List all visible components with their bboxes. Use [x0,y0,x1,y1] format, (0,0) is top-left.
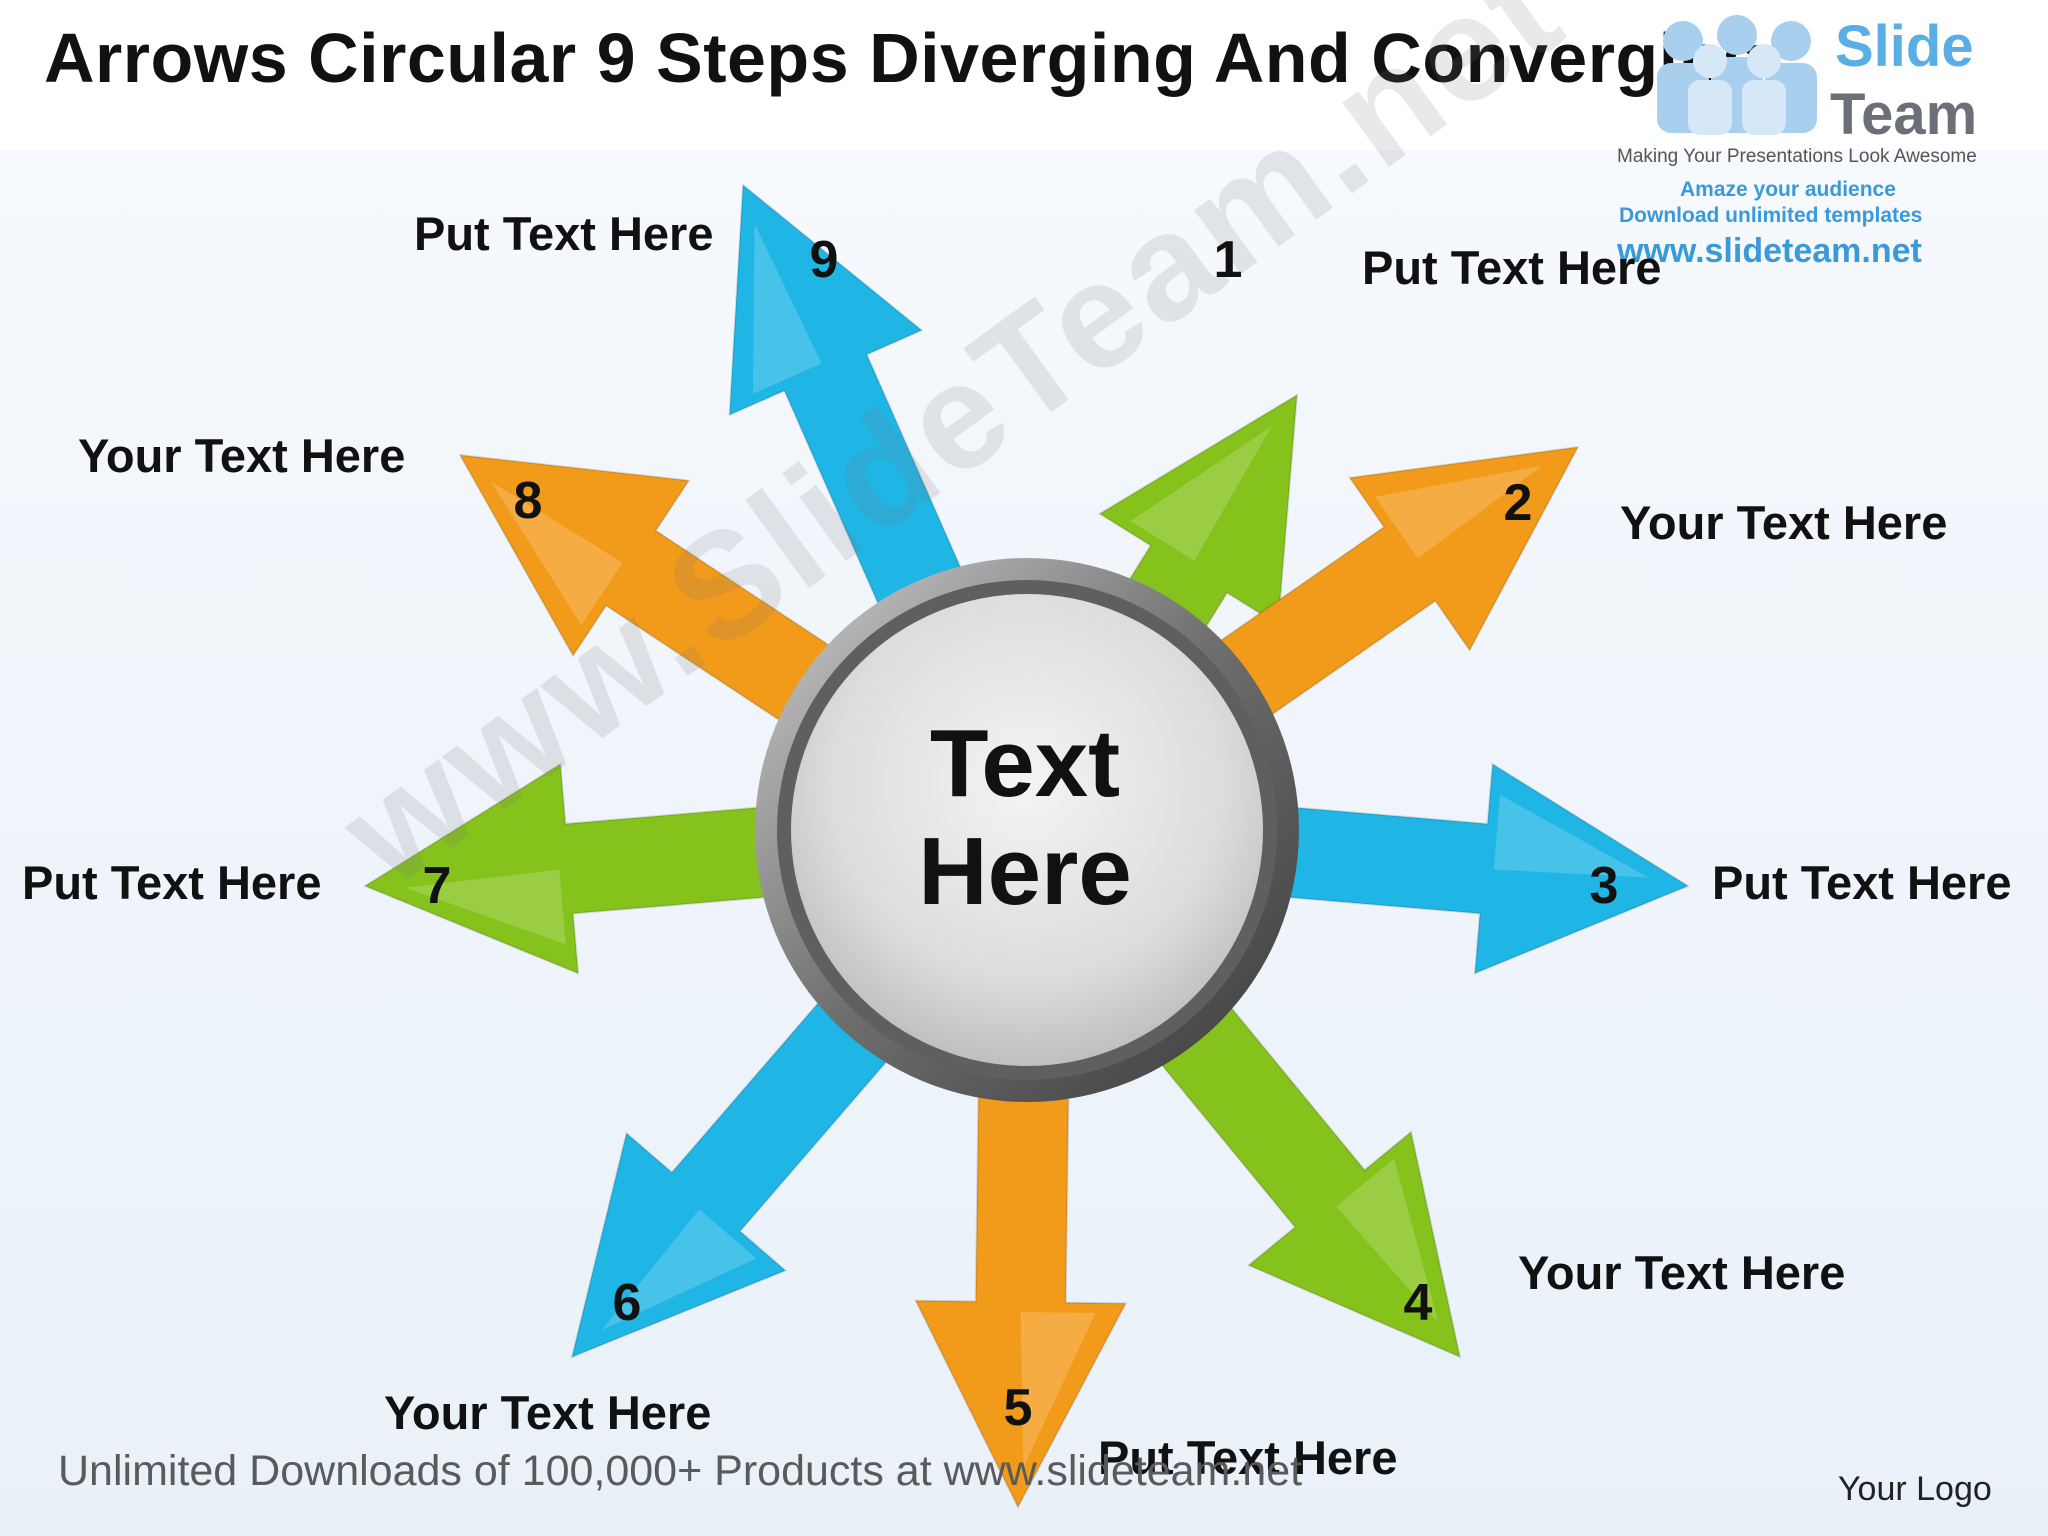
step-number-4: 4 [1403,1274,1433,1332]
step-label-4[interactable]: Your Text Here [1518,1246,1846,1299]
logo-promo-line: Download unlimited templates [1619,204,1923,227]
step-number-3: 3 [1589,857,1619,915]
people-icon [1657,15,1817,135]
step-label-1[interactable]: Put Text Here [1362,241,1662,294]
step-label-9[interactable]: Put Text Here [414,207,714,260]
arrow-highlight [1020,1312,1096,1468]
center-text[interactable]: Text Here [880,710,1170,925]
step-number-5: 5 [1003,1379,1033,1437]
center-hub [755,558,1299,1102]
center-text-line1: Text [929,710,1121,817]
step-number-9: 9 [809,231,839,289]
step-label-7[interactable]: Put Text Here [22,856,322,909]
arrow-highlight [601,1209,757,1330]
step-label-8[interactable]: Your Text Here [78,429,406,482]
step-number-7: 7 [422,857,452,915]
footer-text: Unlimited Downloads of 100,000+ Products… [58,1447,1303,1495]
step-number-6: 6 [612,1274,642,1332]
arrow-highlight [1493,794,1649,878]
step-label-2[interactable]: Your Text Here [1620,496,1948,549]
step-label-3[interactable]: Put Text Here [1712,856,2012,909]
slide-title: Arrows Circular 9 Steps Diverging And Co… [44,19,1766,97]
your-logo-placeholder[interactable]: Your Logo [1838,1470,1992,1508]
step-number-1: 1 [1213,231,1243,289]
logo-url[interactable]: www.slideteam.net [1617,232,1922,270]
logo-word-team: Team [1830,82,1978,147]
step-label-6[interactable]: Your Text Here [384,1386,712,1439]
logo-word-slide: Slide [1835,14,1974,79]
step-label-5[interactable]: Put Text Here [1098,1431,1398,1484]
step-number-8: 8 [513,472,543,530]
logo-tagline: Making Your Presentations Look Awesome [1617,146,1977,167]
arrow-highlight [1336,1158,1439,1323]
arrow-highlight [405,869,566,945]
arrow-highlight [752,223,822,394]
slideteam-logo[interactable]: Slide Team Making Your Presentations Loo… [1605,8,2025,270]
logo-promo-line: Amaze your audience [1680,178,1896,201]
arrow-highlight [1375,465,1543,559]
arrow-highlight [1130,426,1272,561]
center-text-line2: Here [918,817,1132,925]
arrow-highlight [490,481,623,626]
step-number-2: 2 [1503,474,1533,532]
